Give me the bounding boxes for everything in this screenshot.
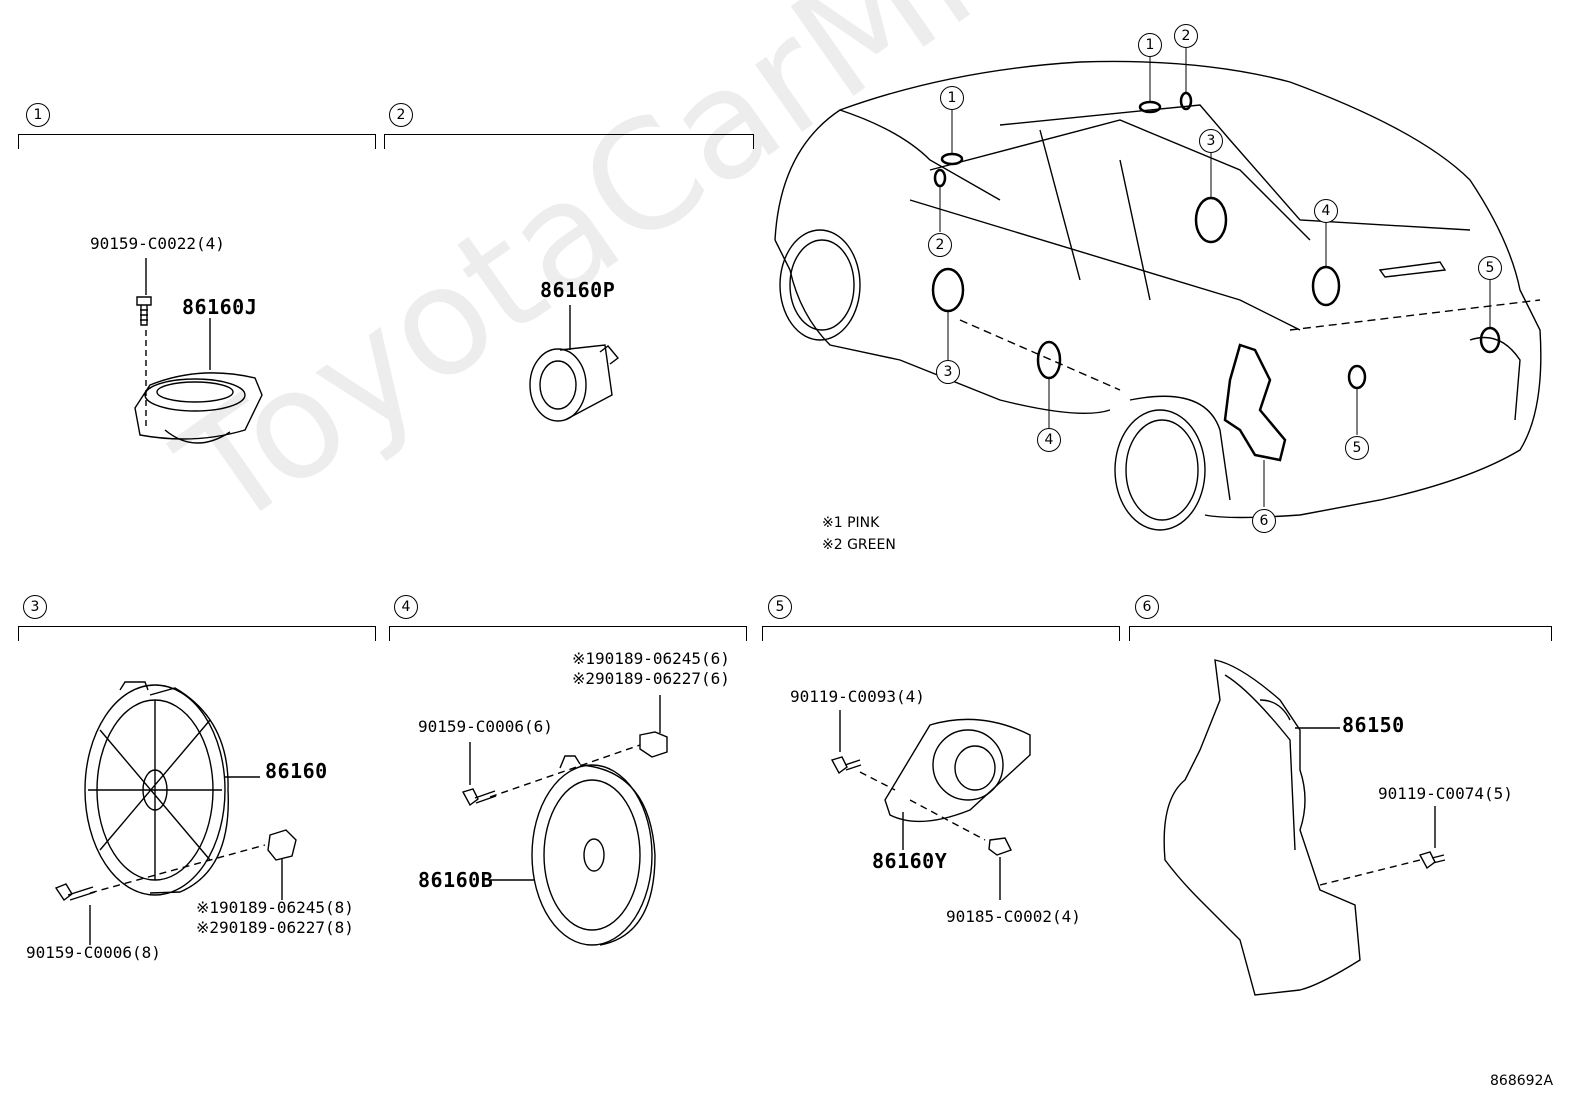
vehicle-outline-icon <box>774 60 1542 519</box>
bolt-icon <box>1418 851 1446 870</box>
car-callout-2b: 2 <box>1174 24 1198 48</box>
car-callout-5b: 5 <box>1345 436 1369 460</box>
section-bracket-5 <box>762 626 1120 641</box>
speaker-86160b-icon <box>531 755 656 946</box>
part-label-s5-bolt: 90119-C0093(4) <box>790 687 925 706</box>
subwoofer-86150-icon <box>1163 659 1361 996</box>
bolt-icon <box>461 788 497 807</box>
tweeter-86160p-icon <box>529 344 620 422</box>
section-bracket-6 <box>1129 626 1552 641</box>
part-label-s3-clip2: ※290189-06227(8) <box>196 918 354 937</box>
part-label-s3-bolt: 90159-C0006(8) <box>26 943 161 962</box>
clip-icon <box>267 829 297 861</box>
car-callout-6: 6 <box>1252 509 1276 533</box>
wheel-icon <box>779 229 1206 531</box>
part-label-s4-clip: ※190189-06245(6) <box>572 649 730 668</box>
clip-icon <box>639 731 668 758</box>
note-green: ※2 GREEN <box>822 537 896 553</box>
part-label-s5-speaker: 86160Y <box>872 849 948 873</box>
part-label-s1-bolt: 90159-C0022(4) <box>90 234 225 253</box>
part-label-s5-nut: 90185-C0002(4) <box>946 907 1081 926</box>
section-bracket-4 <box>389 626 747 641</box>
car-callout-4b: 4 <box>1037 428 1061 452</box>
part-label-s6-bolt: 90119-C0074(5) <box>1378 784 1513 803</box>
section-bracket-2 <box>384 134 754 149</box>
section-number-2: 2 <box>389 103 413 127</box>
note-pink: ※1 PINK <box>822 515 880 531</box>
part-label-s4-bolt: 90159-C0006(6) <box>418 717 553 736</box>
diagram-id: 868692A <box>1490 1073 1554 1089</box>
section-number-3: 3 <box>23 595 47 619</box>
bolt-icon <box>54 883 96 902</box>
part-label-s6-speaker: 86150 <box>1342 713 1405 737</box>
car-callout-3b: 3 <box>936 360 960 384</box>
part-label-s3-clip: ※190189-06245(8) <box>196 898 354 917</box>
car-callout-5a: 5 <box>1478 256 1502 280</box>
part-label-s3-speaker: 86160 <box>265 759 328 783</box>
section-bracket-1 <box>18 134 376 149</box>
section-bracket-3 <box>18 626 376 641</box>
speaker-86160y-icon <box>884 718 1031 823</box>
car-callout-1b: 1 <box>1138 33 1162 57</box>
car-callout-4a: 4 <box>1314 199 1338 223</box>
section-number-4: 4 <box>394 595 418 619</box>
bolt-icon <box>136 296 152 326</box>
part-label-s4-clip2: ※290189-06227(6) <box>572 669 730 688</box>
section-number-1: 1 <box>26 103 50 127</box>
bolt-icon <box>830 756 862 775</box>
part-label-s2-speaker: 86160P <box>540 278 616 302</box>
car-callout-3a: 3 <box>1199 129 1223 153</box>
section-number-6: 6 <box>1135 595 1159 619</box>
car-callout-2a: 2 <box>928 233 952 257</box>
tweeter-86160j-icon <box>134 372 263 444</box>
part-label-s4-speaker: 86160B <box>418 868 494 892</box>
nut-icon <box>988 837 1012 856</box>
part-label-s1-speaker: 86160J <box>182 295 258 319</box>
speaker-86160-icon <box>84 681 229 896</box>
car-callout-1a: 1 <box>940 86 964 110</box>
section-number-5: 5 <box>768 595 792 619</box>
